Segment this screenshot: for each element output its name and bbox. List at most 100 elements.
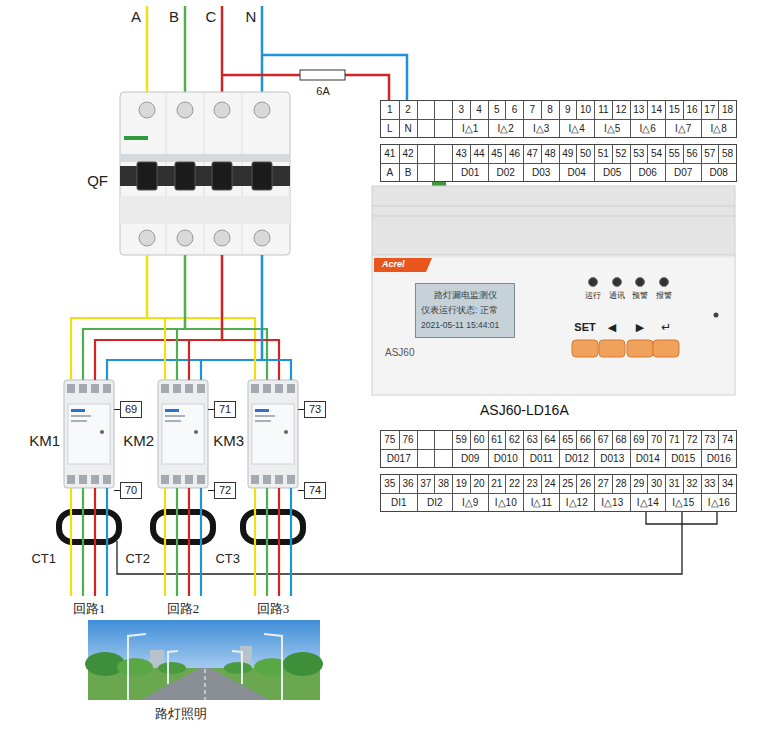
monitor-housing (374, 258, 432, 272)
terminal-cell: 30 (647, 475, 665, 493)
terminal-cell: 43 (452, 145, 470, 163)
wire-path (200, 488, 202, 512)
terminal-cell: N (399, 119, 417, 137)
terminal-cell: 49 (559, 145, 577, 163)
circuit-label: 回路2 (167, 600, 200, 618)
empty-terminal-cell (434, 431, 452, 449)
terminal-cell: 55 (665, 145, 683, 163)
terminal-cell: 14 (647, 101, 665, 119)
circuit-wire (164, 512, 166, 596)
contactor: KM1 (64, 380, 114, 488)
device-label: KM2 (123, 432, 154, 449)
phase-label: N (246, 8, 257, 25)
breaker-body (139, 102, 155, 118)
current-transformer: CT2 (153, 512, 213, 542)
terminal-cell: DI2 (417, 493, 453, 511)
current-transformer: CT3 (243, 512, 303, 542)
callout-number: 72 (218, 483, 232, 498)
terminal-cell: 22 (505, 475, 523, 493)
supply-wire (184, 6, 187, 94)
terminal-strip: 414243444546474849505152535455565758ABD0… (380, 144, 737, 182)
wire-path (147, 255, 255, 380)
terminal-callout: 70 (120, 482, 142, 499)
contactor-body (64, 380, 114, 488)
terminal-cell: 34 (718, 475, 736, 493)
wire-connector (255, 488, 291, 512)
circuit-wire (278, 512, 280, 596)
monitor-housing (372, 216, 735, 217)
wire-path (290, 488, 292, 512)
terminal-cell: 8 (541, 101, 559, 119)
terminal-cell: 50 (576, 145, 594, 163)
terminal-cell: D016 (701, 449, 737, 467)
terminal-cell: A (381, 163, 399, 181)
breaker-body (124, 136, 148, 140)
terminal-cell: 15 (665, 101, 683, 119)
terminal-cell: DI1 (381, 493, 417, 511)
terminal-cell: D03 (523, 163, 559, 181)
circuit-wire (254, 512, 256, 596)
terminal-cell: 61 (488, 431, 506, 449)
terminal-cell: I△4 (559, 119, 595, 137)
monitor-housing (372, 180, 735, 395)
terminal-strip: 3536373819202122232425262728293031323334… (380, 474, 737, 512)
wire-connector (165, 488, 201, 512)
empty-terminal-cell (434, 163, 452, 181)
terminal-cell: D01 (452, 163, 488, 181)
contactor-body (248, 380, 298, 488)
terminal-cell: 56 (683, 145, 701, 163)
contactor-body (158, 380, 208, 488)
monitor-housing (372, 255, 735, 395)
breaker-body (120, 196, 290, 224)
terminal-cell: 57 (701, 145, 719, 163)
monitor-housing (572, 340, 598, 357)
terminal-cell: 48 (541, 145, 559, 163)
supply-wire (221, 6, 224, 94)
supply-wire (147, 6, 407, 100)
terminal-cell: 60 (470, 431, 488, 449)
terminal-cell: 26 (576, 475, 594, 493)
terminal-cell: I△10 (488, 493, 524, 511)
breaker-body (139, 230, 155, 246)
callout-number: 70 (124, 483, 138, 498)
terminal-cell: 28 (612, 475, 630, 493)
breaker-body (254, 230, 270, 246)
terminal-cell: 37 (417, 475, 435, 493)
wire-path (278, 488, 280, 512)
signal-wire (117, 510, 717, 574)
fuse-symbol (300, 70, 345, 80)
terminal-cell: 76 (399, 431, 417, 449)
wire-path (94, 488, 96, 512)
terminal-cell: 64 (541, 431, 559, 449)
empty-terminal-cell (417, 119, 435, 137)
terminal-cell: 59 (452, 431, 470, 449)
terminal-cell: D012 (559, 449, 595, 467)
terminal-cell: D04 (559, 163, 595, 181)
circuit-wire (266, 512, 268, 596)
terminal-cell: 19 (452, 475, 470, 493)
supply-wire (146, 6, 149, 94)
empty-terminal-cell (417, 449, 435, 467)
terminal-cell: 45 (488, 145, 506, 163)
wire-connector (147, 255, 291, 380)
empty-terminal-cell (417, 101, 435, 119)
terminal-strip: 123456789101112131415161718LNI△1I△2I△3I△… (380, 100, 737, 138)
wire-path (70, 488, 72, 512)
supply-wire (261, 6, 264, 94)
wire-path (266, 488, 268, 512)
terminal-cell: 3 (452, 101, 470, 119)
terminal-cell: 12 (612, 101, 630, 119)
device-label: Acrel (382, 259, 405, 269)
circuit-label: 回路3 (257, 600, 290, 618)
empty-terminal-cell (417, 431, 435, 449)
terminal-cell: 20 (470, 475, 488, 493)
monitor-housing (714, 313, 719, 318)
terminal-cell: D06 (630, 163, 666, 181)
terminal-cell: I△11 (523, 493, 559, 511)
terminal-cell: 18 (718, 101, 736, 119)
indicator-label: 通讯 (609, 290, 625, 301)
lcd-screen: 路灯漏电监测仪仪表运行状态: 正常2021-05-11 15:44:01 (415, 283, 515, 338)
circuit-wire (94, 512, 96, 596)
wire-connector (71, 255, 262, 380)
